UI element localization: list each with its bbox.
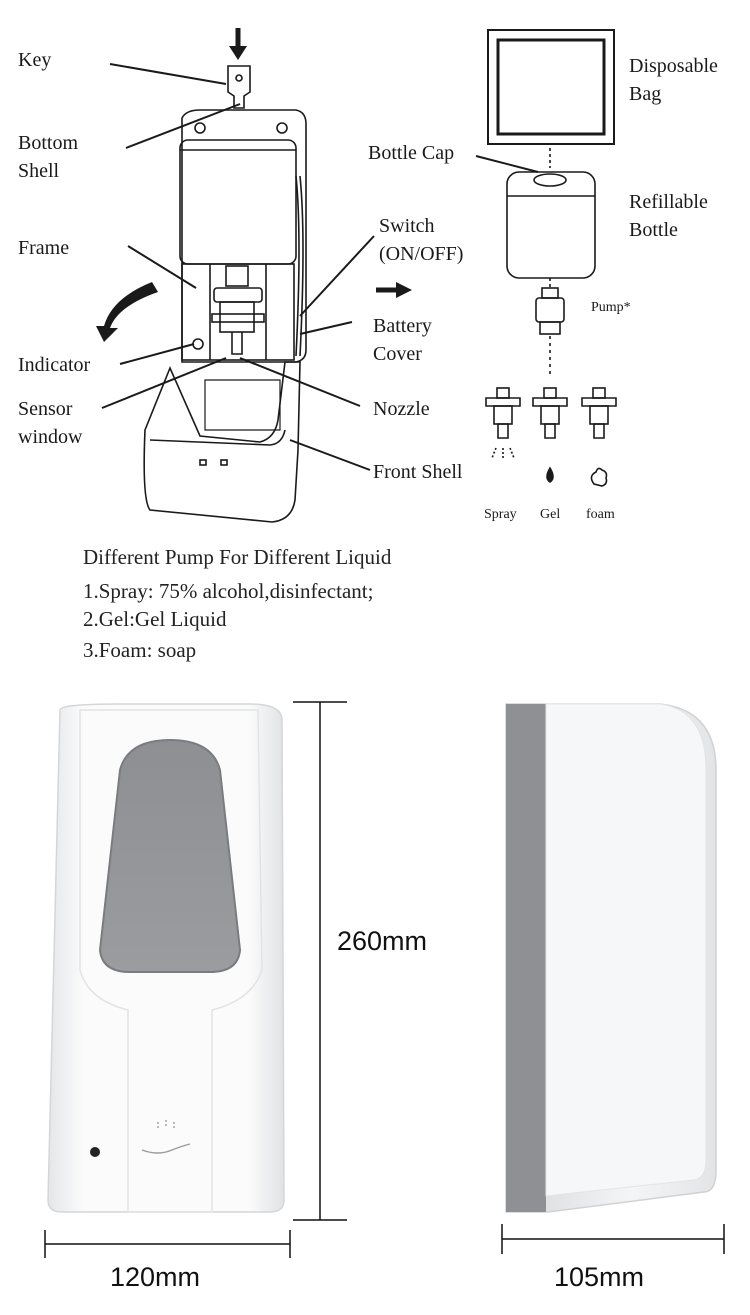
note-foam: 3.Foam: soap [83,638,197,662]
nozzle-label: Nozzle [373,398,430,420]
width-dimension-label: 120mm [110,1262,201,1292]
sensor-window-label: Sensor window [18,398,83,448]
pump-part [535,287,565,378]
disposable-bag-label: Disposable Bag [629,55,718,105]
product-views [44,701,725,1258]
sensor-window [98,738,242,973]
dispenser-body [143,109,307,523]
hand-sensor-icon [141,1120,191,1154]
pump-variant-gel [532,387,568,483]
frame-label: Frame [18,237,70,259]
battery-cover-label: Battery Cover [373,315,432,365]
refillable-bottle-part [506,171,596,288]
key-part [227,65,251,109]
indicator-label: Indicator [18,354,91,376]
pump-type-foam-label: foam [586,507,615,522]
key-label: Key [18,49,52,71]
height-dimension-label: 260mm [337,926,428,956]
depth-dimension-line [501,1224,725,1254]
right-arrow-icon [376,282,412,298]
width-dimension-line [44,1230,291,1258]
front-shell-label: Front Shell [373,461,463,483]
indicator-light [90,1147,100,1157]
front-view-photo [47,703,285,1213]
pump-label: Pump* [591,300,631,315]
bottom-shell-label: Bottom Shell [18,132,79,182]
note-gel: 2.Gel:Gel Liquid [83,607,227,631]
pump-type-gel-label: Gel [540,507,561,522]
pump-type-spray-label: Spray [484,507,517,522]
note-spray: 1.Spray: 75% alcohol,disinfectant; [83,579,374,603]
bottle-cap-label: Bottle Cap [368,142,455,164]
refillable-bottle-label: Refillable Bottle [629,191,708,241]
height-dimension-line [293,701,347,1221]
switch-label: Switch (ON/OFF) [379,215,464,265]
side-view-photo [505,703,717,1213]
depth-dimension-label: 105mm [554,1262,645,1292]
exploded-view-drawing [96,28,617,523]
notes-heading: Different Pump For Different Liquid [83,545,392,569]
pump-variant-foam [581,387,617,487]
disposable-bag-part [487,29,615,168]
leader-lines [101,63,539,471]
key-arrow-icon [229,28,247,60]
open-rotation-arrow-icon [96,282,158,342]
pump-variant-spray [485,387,521,459]
